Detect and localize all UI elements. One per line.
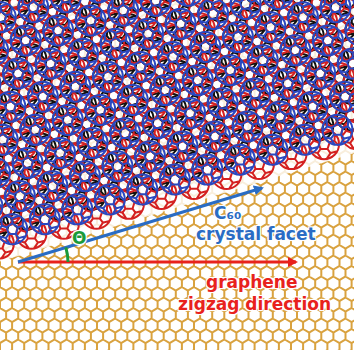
c60-molecule (110, 118, 140, 148)
c60-molecule (175, 98, 205, 128)
c60-molecule (60, 72, 90, 102)
axis-label: graphene (206, 274, 297, 291)
c60-molecule (53, 105, 83, 135)
c60-molecule (353, 0, 354, 12)
c60-molecule (150, 75, 180, 105)
c60-molecule (102, 151, 132, 181)
c60-molecule (338, 49, 354, 79)
c60-molecule (0, 35, 8, 65)
c60-molecule (95, 184, 125, 214)
c60-molecule (0, 214, 27, 244)
c60-molecule (102, 0, 132, 7)
c60-molecule (30, 204, 60, 234)
c60-molecule (288, 2, 318, 32)
c60-molecule (76, 6, 106, 36)
c60-molecule (167, 131, 197, 161)
zigzag-arrow (18, 261, 296, 264)
c60-molecule (263, 0, 293, 9)
c60-region (0, 0, 354, 262)
c60-molecule (240, 78, 270, 108)
c60-molecule (320, 0, 350, 22)
c60-molecules (0, 0, 354, 259)
c60-molecule (62, 194, 92, 224)
axis-label: crystal facet (196, 226, 316, 243)
c60-molecule (192, 155, 222, 185)
c60-molecule (231, 0, 261, 19)
angle-arc (66, 247, 68, 262)
c60-molecule (225, 0, 255, 1)
c60-molecule (36, 49, 66, 79)
c60-molecule (183, 65, 213, 95)
c60-molecule (20, 115, 50, 145)
c60-molecule (133, 19, 163, 49)
c60-molecule (298, 92, 328, 122)
c60-molecule (13, 0, 43, 3)
c60-molecule (51, 0, 81, 12)
angle-label: Θ (72, 230, 86, 247)
c60-molecule (225, 145, 255, 175)
c60-molecule (173, 0, 203, 6)
c60-molecule (215, 55, 245, 85)
c60-molecule (166, 9, 196, 39)
c60-molecule (135, 141, 165, 171)
axis-label: C₆₀ (214, 205, 241, 222)
c60-molecule (68, 39, 98, 69)
c60-molecule (0, 125, 18, 155)
c60-molecule (18, 0, 48, 22)
c60-molecule (101, 29, 131, 59)
c60-molecule (265, 102, 295, 132)
c60-molecule (78, 128, 108, 158)
c60-molecule (13, 148, 43, 178)
c60-molecule (255, 12, 285, 42)
c60-molecule (143, 108, 173, 138)
c60-molecule (141, 0, 171, 16)
c60-molecule (3, 59, 33, 89)
c60-molecule (108, 0, 138, 26)
c60-molecule (93, 62, 123, 92)
c60-molecule (83, 0, 113, 2)
c60-molecule (70, 161, 100, 191)
c60-molecule (160, 165, 190, 195)
c60-molecule (0, 2, 16, 32)
c60-molecule (223, 22, 253, 52)
c60-molecule (158, 42, 188, 72)
c60-molecule (0, 191, 2, 221)
c60-molecule (248, 45, 278, 75)
c60-molecule (315, 0, 345, 3)
c60-molecule (290, 125, 320, 155)
c60-molecule (313, 25, 343, 55)
c60-molecule (85, 95, 115, 125)
c60-molecule (43, 15, 73, 45)
c60-molecule (37, 171, 67, 201)
c60-molecule (0, 158, 10, 188)
c60-molecule (28, 82, 58, 112)
c60-molecule (208, 88, 238, 118)
c60-molecule (305, 59, 335, 89)
c60-molecule (280, 35, 310, 65)
c60-molecule (125, 52, 155, 82)
c60-molecule (190, 32, 220, 62)
c60-molecule (0, 92, 25, 122)
c60-molecule (345, 15, 354, 45)
c60-molecule (198, 0, 228, 29)
c60-molecule (257, 135, 287, 165)
facet-arrow (18, 188, 262, 262)
c60-molecule (0, 68, 1, 98)
c60-molecule (330, 82, 354, 112)
c60-molecule (5, 181, 35, 211)
c60-molecule (45, 138, 75, 168)
c60-molecule (233, 112, 263, 142)
c60-molecule (322, 115, 352, 145)
c60-molecule (273, 68, 303, 98)
c60-molecule (118, 85, 148, 115)
c60-molecule (200, 121, 230, 151)
c60-molecule (11, 25, 41, 55)
c60-molecule (127, 174, 157, 204)
axis-label: zigzag direction (178, 296, 331, 313)
